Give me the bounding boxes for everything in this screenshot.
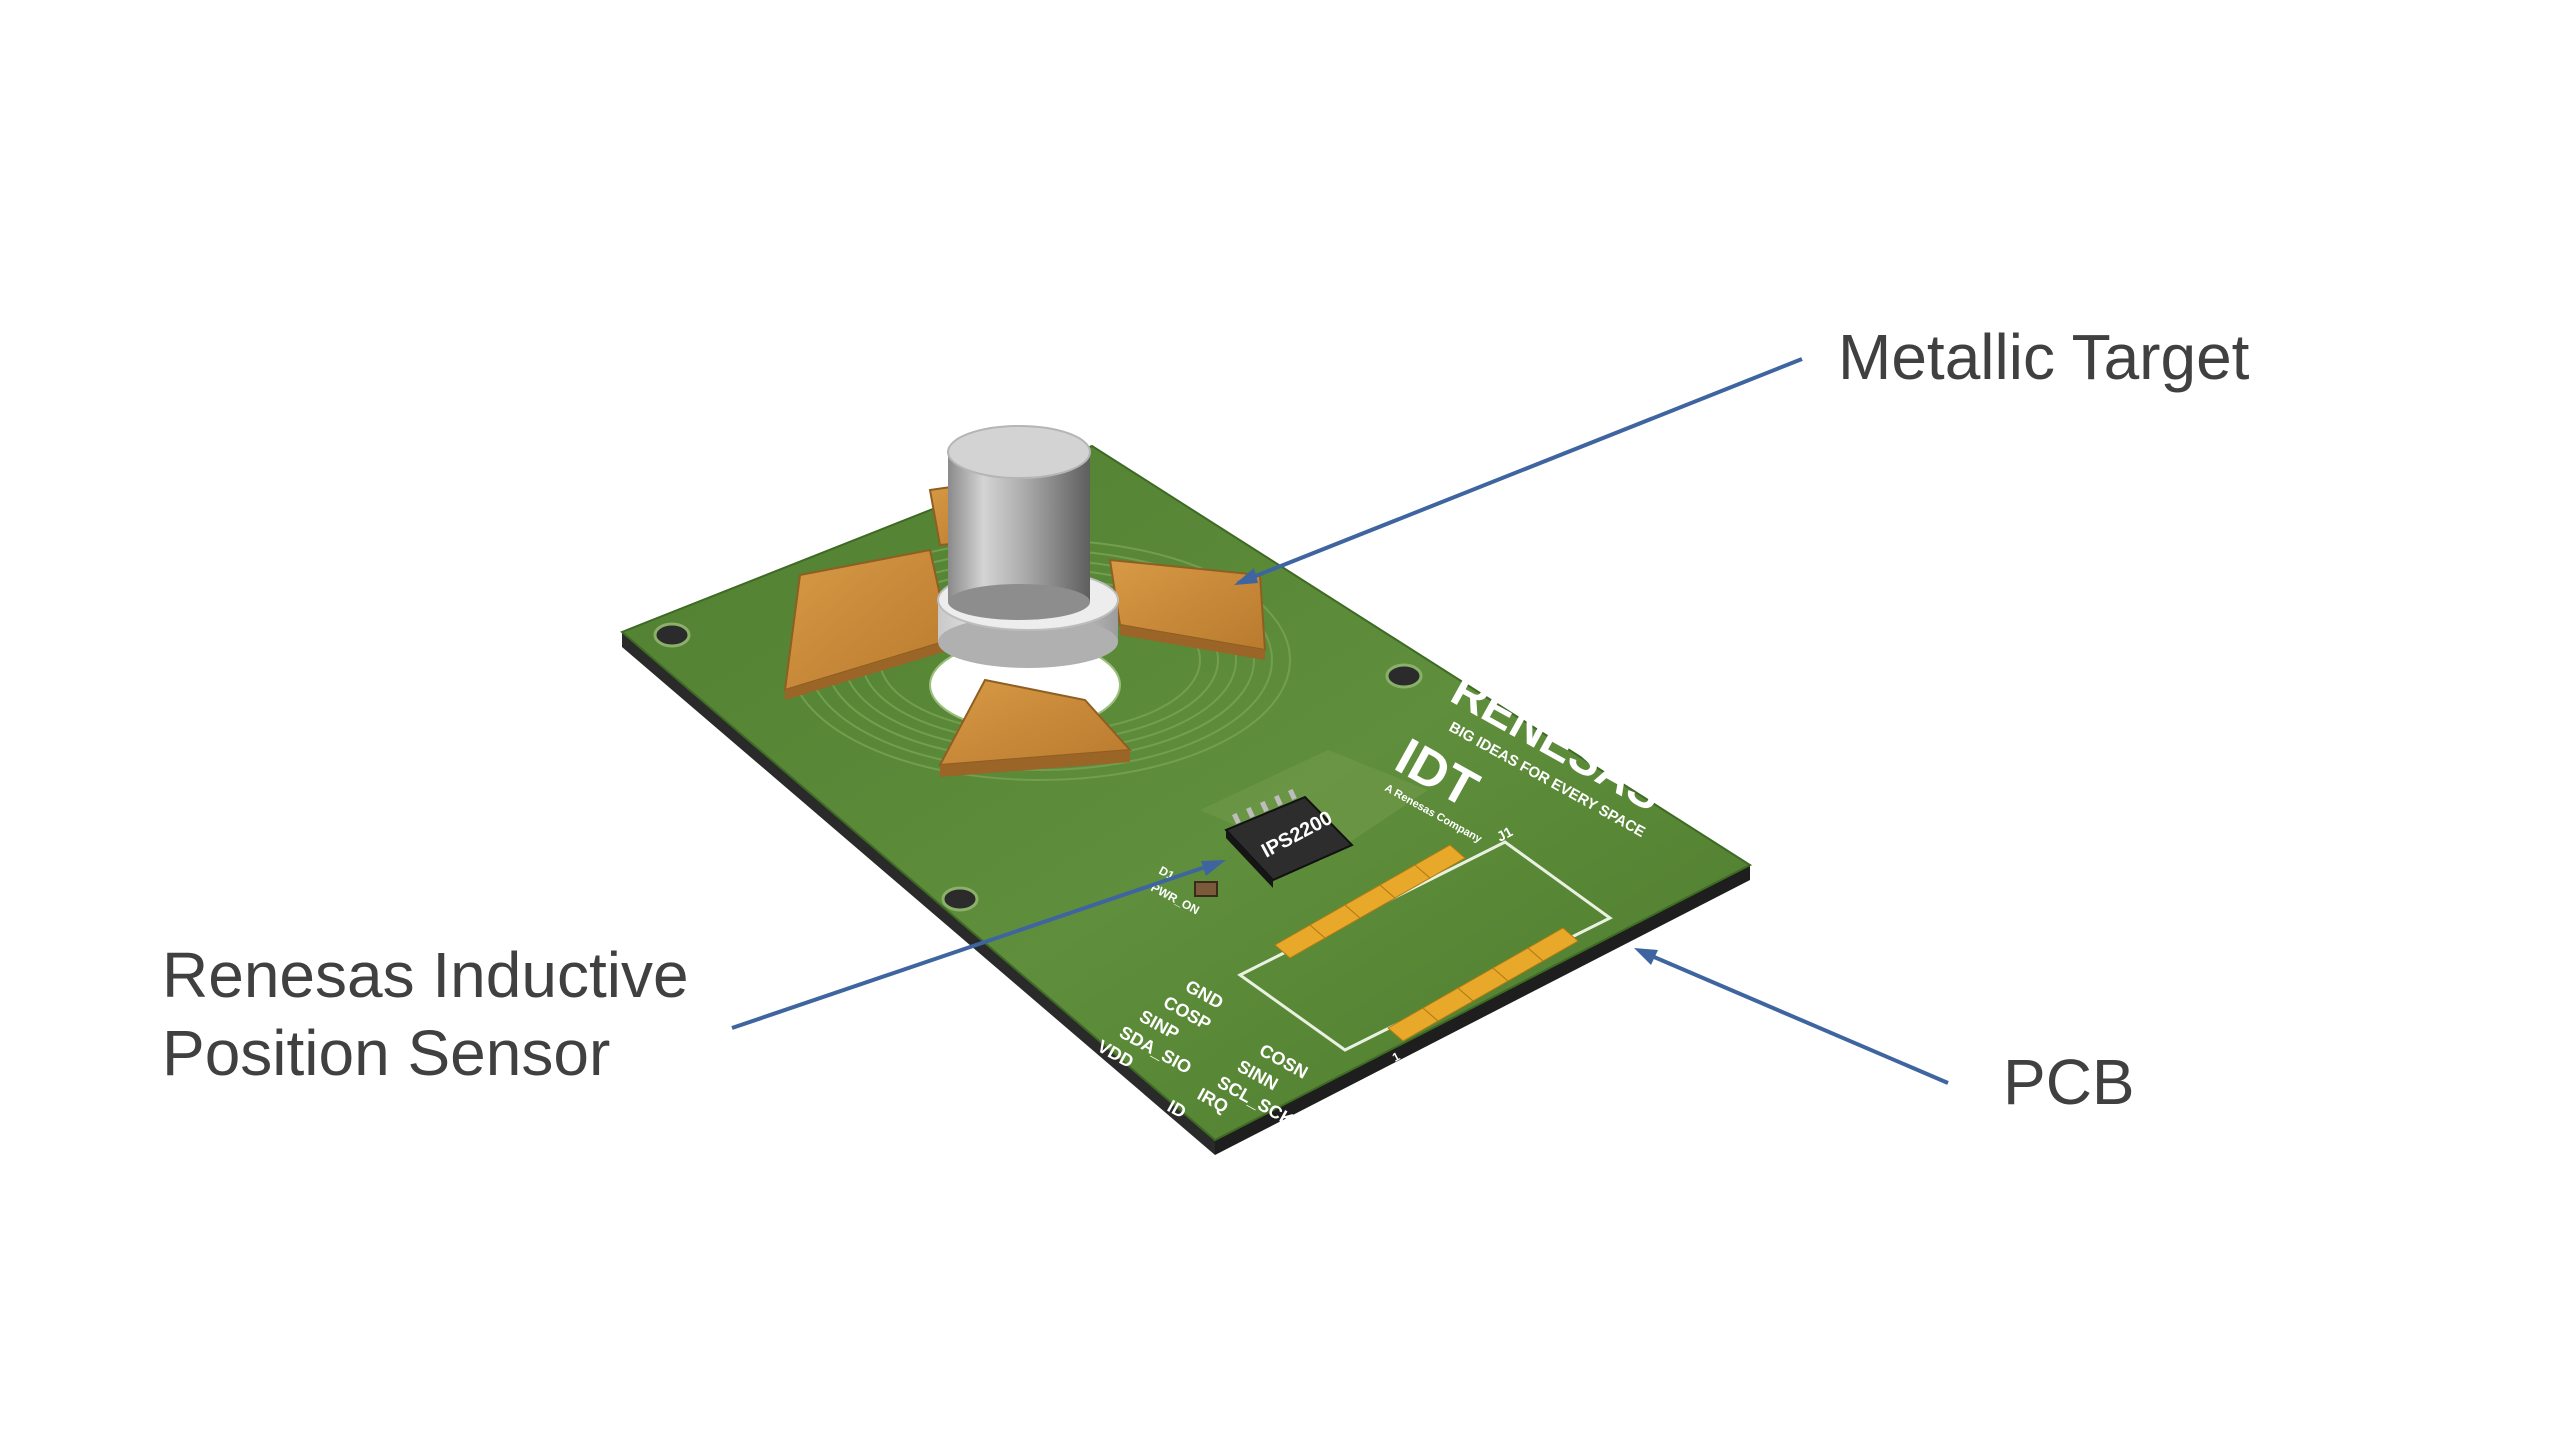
target-blade-edge [785, 640, 950, 700]
sensor-area: IPS2200 [1200, 750, 1428, 888]
arrowhead [1234, 568, 1258, 585]
mounting-hole [941, 886, 979, 912]
pcb-edge [622, 632, 1215, 1155]
callout-metallic-target: Metallic Target [1838, 321, 2250, 393]
target-blade-edge [940, 750, 1130, 777]
callout-sensor: Renesas Inductive Position Sensor [162, 936, 689, 1092]
callout-sensor-line2: Position Sensor [162, 1017, 611, 1089]
arrowhead [1634, 948, 1658, 965]
callout-sensor-line1: Renesas Inductive [162, 939, 689, 1011]
connector-outline [1237, 840, 1613, 1052]
target-blade-edge [1120, 625, 1265, 660]
connector-ref: J1 [1494, 823, 1515, 845]
connector-pads [1274, 844, 1579, 1042]
leader-metallic-target [1237, 357, 1803, 585]
pcb-edge-front [1215, 865, 1750, 1155]
mounting-hole [653, 622, 691, 648]
callout-pcb: PCB [2003, 1046, 2135, 1118]
ic-chip [1224, 795, 1354, 882]
leader-sensor [731, 860, 1221, 1030]
led-d1 [1194, 881, 1218, 897]
metallic-target [783, 478, 1267, 777]
callout-lines [731, 357, 1949, 1085]
rotor-shaft [937, 425, 1119, 668]
arrowhead [1201, 860, 1226, 876]
leader-pcb [1639, 949, 1949, 1085]
mounting-hole [1385, 663, 1423, 689]
